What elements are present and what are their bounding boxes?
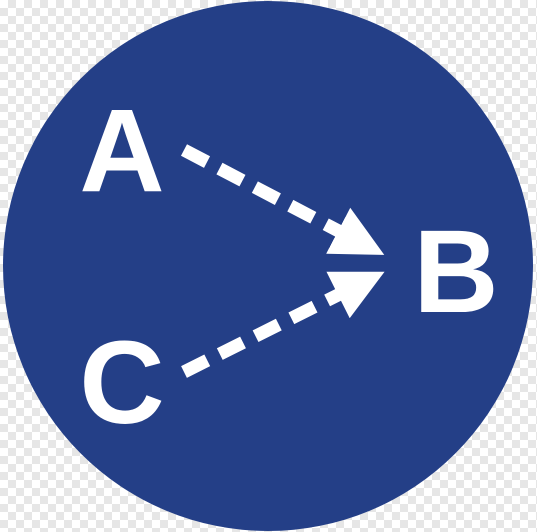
edge-a-to-b-dashed-arrow [180,144,385,255]
diagram-circle-background [3,1,533,531]
node-a-label: A [79,85,164,217]
edge-c-to-b-dashed-arrow [181,271,385,378]
node-c-label: C [79,317,164,449]
node-b-label: B [413,206,498,338]
